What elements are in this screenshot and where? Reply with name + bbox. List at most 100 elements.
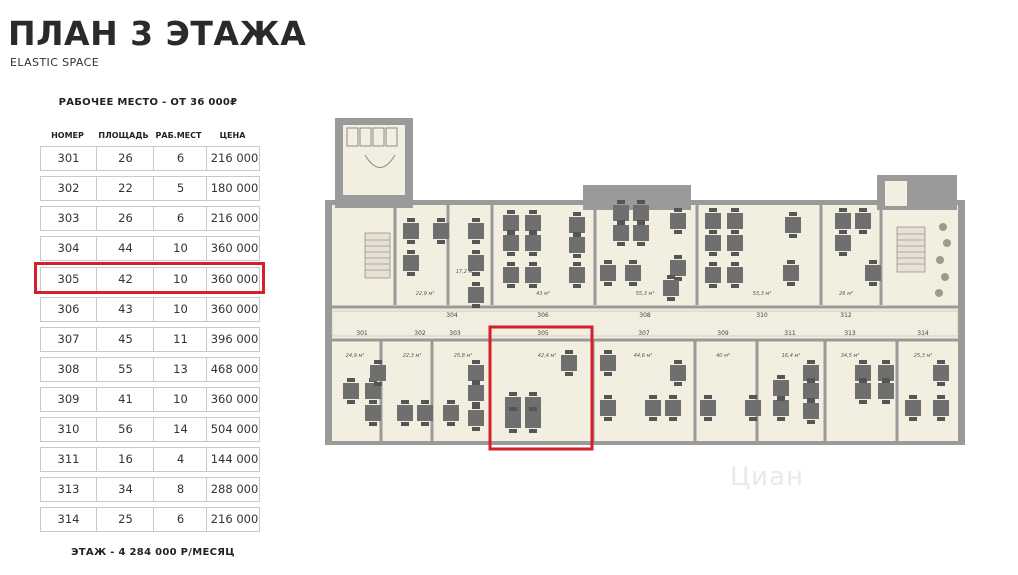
room-area-label: 40 м² [716,353,730,359]
room-area-label: 25,3 м² [914,353,933,359]
desk [468,282,484,308]
room-area-label: 26 м² [839,291,853,297]
column-header-workplaces: РАБ.МЕСТ [155,131,202,140]
room-workplaces: 6 [153,147,207,170]
room-area-label: 25,8 м² [454,353,473,359]
desk [855,208,871,234]
room-number: 309 [57,392,80,406]
room-305-highlight [34,262,265,294]
room-price: 216 000 [206,207,262,230]
room-price: 360 000 [206,268,262,291]
desk [468,405,484,431]
desk [433,218,449,244]
desk [745,395,761,421]
room-area: 42 [96,268,154,291]
room-number-label: 303 [449,330,461,337]
desk [865,260,881,286]
room-price: 144 000 [206,448,262,471]
room-price: 360 000 [206,298,262,321]
room-workplaces: 10 [153,237,207,260]
page-subtitle: ELASTIC SPACE [10,56,100,69]
stairs-left [364,232,391,279]
desk [403,218,419,244]
room-workplaces: 11 [153,328,207,351]
desk [670,255,686,281]
room-price: 468 000 [206,358,262,381]
desk [803,398,819,424]
room-area: 26 [96,207,154,230]
desk [785,212,801,238]
room-workplaces: 8 [153,478,207,501]
desk [700,395,716,421]
desk [783,260,799,286]
desk [705,262,721,288]
desk [505,407,521,433]
desk [645,395,661,421]
room-area: 25 [96,508,154,531]
desk [417,400,433,426]
watermark: Циан [730,462,805,492]
room-area-label: 44,6 м² [634,353,653,359]
room-number-label: 306 [537,312,549,319]
corridor [331,310,959,337]
room-area: 16 [96,448,154,471]
room-workplaces: 10 [153,268,207,291]
room-area: 22 [96,177,154,200]
room-number: 304 [57,241,80,255]
room-number-label: 308 [639,312,651,319]
desk [727,262,743,288]
room-number-label: 313 [844,330,856,337]
room-number-label: 301 [356,330,368,337]
desk [665,395,681,421]
room-price: 288 000 [206,478,262,501]
desk [600,395,616,421]
room-area-label: 43 м² [536,291,550,297]
table-header: НОМЕР ПЛОЩАДЬ РАБ.МЕСТ ЦЕНА [40,131,260,143]
desk [625,260,641,286]
workplace-price: РАБОЧЕЕ МЕСТО - ОТ 36 000₽ [58,97,238,108]
room-number: 302 [57,181,80,195]
desk [443,400,459,426]
room-area-label: 16,4 м² [782,353,801,359]
room-area: 43 [96,298,154,321]
desk [855,378,871,404]
room-number-label: 310 [756,312,768,319]
desk [613,220,629,246]
stairs-right [896,226,926,273]
room-workplaces: 10 [153,388,207,411]
desk [403,250,419,276]
desk [370,360,386,386]
room-area: 45 [96,328,154,351]
room-number: 310 [57,422,80,436]
top-room-walls [332,205,958,342]
room-workplaces: 6 [153,508,207,531]
room-area-label: 24,9 м² [346,353,365,359]
room-number-label: 302 [414,330,426,337]
room-number-label: 311 [784,330,796,337]
room-number: 311 [57,452,80,466]
room-price: 360 000 [206,388,262,411]
desk [905,395,921,421]
room-workplaces: 5 [153,177,207,200]
room-area-label: 55,3 м² [636,291,655,297]
room-number-label: 304 [446,312,458,319]
desk [365,400,381,426]
room-number-label: 307 [638,330,650,337]
room-workplaces: 13 [153,358,207,381]
room-305-plan-highlight [488,325,594,451]
desk [933,360,949,386]
room-area: 55 [96,358,154,381]
desk [503,262,519,288]
desk [933,395,949,421]
room-price: 360 000 [206,237,262,260]
desk [561,350,577,376]
